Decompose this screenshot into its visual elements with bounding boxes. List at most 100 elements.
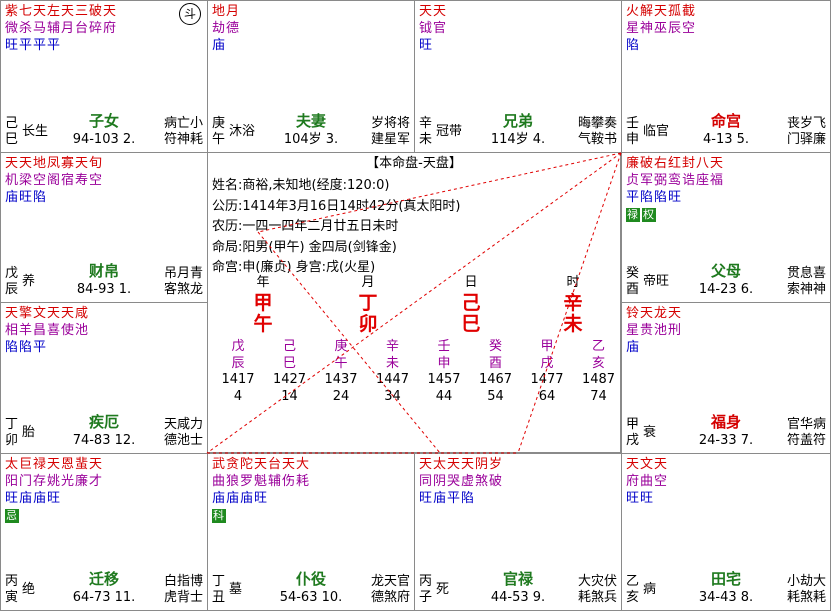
life-stage: 帝旺 [643, 274, 670, 289]
palace-name[interactable]: 田宅 [710, 570, 742, 588]
four-pillars: 年甲午月丁卯日己巳时辛未 [208, 275, 620, 335]
palace-name[interactable]: 兄弟 [502, 112, 534, 130]
sihua-badge: 科 [212, 509, 226, 523]
palace-name[interactable]: 迁移 [88, 570, 120, 588]
star-names-top: 铃天龙天 [626, 306, 683, 321]
palace-name[interactable]: 父母 [710, 262, 742, 280]
dayun-stem: 乙 [591, 339, 605, 354]
dayun-branch: 申 [437, 355, 451, 371]
star-brightness: 庙旺陷 [5, 190, 48, 205]
minor-gods: 白指博虎背士 [164, 574, 203, 606]
dou-icon[interactable]: 斗 [179, 3, 201, 25]
gods-bottom: 建星军 [370, 132, 410, 147]
gods-bottom: 耗煞兵 [577, 590, 617, 605]
dayun-year: 1457 [427, 372, 461, 387]
sihua-badge: 权 [642, 208, 656, 222]
life-stage: 绝 [22, 582, 36, 597]
star-list: 天擎文天天咸相羊昌喜使池陷陷平 [5, 305, 89, 356]
stem-branch: 辛未 [419, 116, 434, 148]
palace-name[interactable]: 官禄 [502, 570, 534, 588]
dayun-branch: 巳 [282, 355, 296, 371]
heavenly-stem: 庚 [212, 116, 226, 131]
stem-branch: 乙亥 [626, 574, 641, 606]
palace-name[interactable]: 财帛 [88, 262, 120, 280]
pillar-stem: 丁 [358, 292, 378, 314]
earthly-branch: 申 [626, 132, 640, 147]
age-range: 64-73 11. [72, 590, 136, 605]
palace-name[interactable]: 福身 [710, 413, 742, 431]
gods-bottom: 符盖符 [786, 433, 826, 448]
gods-top: 小劫大 [786, 574, 826, 589]
gods-bottom: 客煞龙 [163, 282, 203, 297]
dayun-branch: 戌 [540, 355, 554, 371]
pillar-label: 年 [256, 275, 270, 290]
dayun-stem: 甲 [540, 339, 554, 354]
gods-bottom: 德煞府 [370, 590, 410, 605]
life-stage: 病 [643, 582, 657, 597]
gods-bottom: 德池士 [163, 433, 203, 448]
star-list: 紫七天左天三破天微杀马辅月台碎府旺平平平 [5, 3, 117, 54]
gods-top: 白指博 [163, 574, 203, 589]
dayun-age: 24 [332, 388, 350, 404]
age-range: 84-93 1. [76, 282, 132, 297]
palace-name[interactable]: 命宫 [710, 112, 742, 130]
palace-name[interactable]: 夫妻 [295, 112, 327, 130]
sihua-badge: 忌 [5, 509, 19, 523]
heavenly-stem: 戊 [5, 266, 19, 281]
pillar-branch: 午 [253, 313, 273, 335]
pillar-branch: 卯 [358, 313, 378, 335]
star-list: 廉破右红封八天贞军弼鸾诰座福平陷陷旺禄权 [626, 155, 724, 223]
palace-name[interactable]: 仆役 [295, 570, 327, 588]
stem-branch: 丁丑 [212, 574, 227, 606]
heavenly-stem: 壬 [626, 116, 640, 131]
dayun-age: 74 [590, 388, 607, 404]
minor-gods: 官华病符盖符 [787, 417, 826, 449]
pillar-stem: 己 [461, 292, 481, 314]
dayun-year: 1447 [375, 372, 410, 387]
chart-title: 【本命盘-天盘】 [366, 156, 462, 171]
age-range: 104岁 3. [283, 132, 339, 147]
palace-name[interactable]: 子女 [88, 112, 120, 130]
sihua-row: 禄权 [626, 206, 724, 223]
star-names-top: 火解天孤截 [626, 4, 697, 19]
gods-top: 晦攀奏 [577, 116, 617, 131]
star-names-top: 地月 [212, 4, 241, 19]
star-names-bottom: 星神巫辰空 [626, 21, 697, 36]
dayun-stem: 壬 [437, 339, 451, 354]
heavenly-stem: 丁 [212, 574, 226, 589]
star-names-bottom: 钺官 [419, 21, 448, 36]
age-range: 24-33 7. [698, 433, 754, 448]
star-list: 火解天孤截星神巫辰空陷 [626, 3, 696, 54]
star-brightness: 旺平平平 [5, 38, 62, 53]
palace-name[interactable]: 疾厄 [88, 413, 120, 431]
heavenly-stem: 己 [5, 116, 19, 131]
dayun-stem: 辛 [385, 339, 399, 354]
star-list: 天天地凤寡天旬机梁空阁宿寿空庙旺陷 [5, 155, 103, 206]
heavenly-stem: 乙 [626, 574, 640, 589]
